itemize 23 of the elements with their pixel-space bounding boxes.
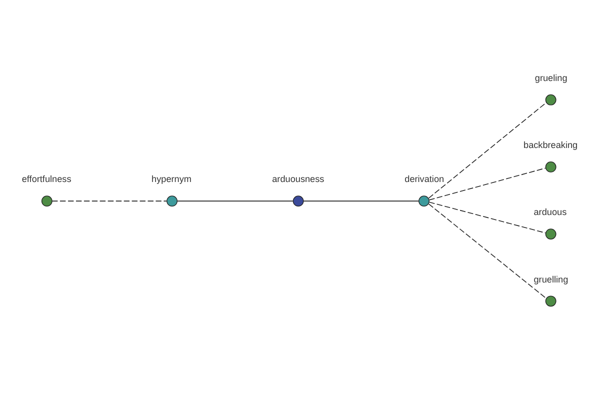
node-circle — [545, 94, 556, 105]
node-circle — [545, 228, 556, 240]
connector — [428, 201, 546, 233]
node-label: derivation — [404, 174, 444, 184]
node-label: backbreaking — [524, 140, 578, 150]
node-label: arduousness — [272, 174, 324, 184]
connector — [428, 102, 547, 198]
connector — [52, 200, 168, 201]
node-circle — [166, 195, 178, 206]
node-label: effortfulness — [22, 174, 72, 184]
connector — [303, 200, 419, 201]
node-circle — [418, 195, 430, 206]
node-label: gruelling — [534, 274, 568, 284]
connector — [176, 200, 294, 201]
connector — [428, 203, 547, 298]
node-circle — [545, 295, 556, 306]
node-circle — [545, 160, 556, 172]
node-label: arduous — [534, 206, 567, 217]
node-label: grueling — [534, 72, 568, 82]
node-label: hypernym — [152, 174, 192, 184]
node-circle — [41, 195, 52, 206]
connector — [428, 167, 546, 200]
node-circle — [292, 195, 304, 206]
